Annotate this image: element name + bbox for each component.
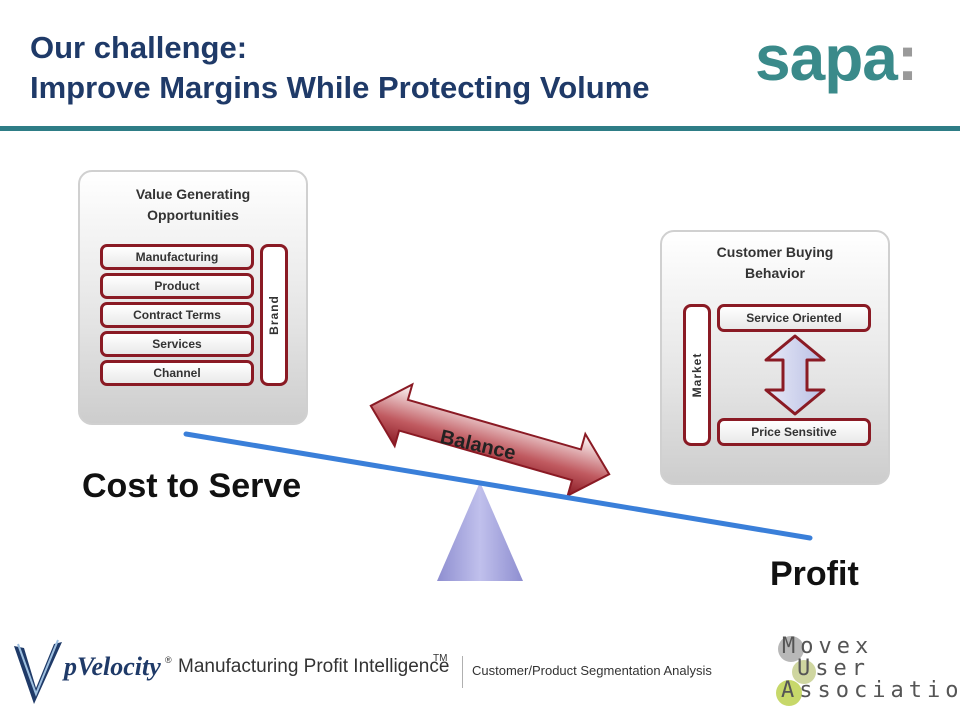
sapa-logo-text: sapa: [755, 22, 898, 94]
header-divider: [0, 126, 960, 131]
value-panel-title-line-1: Value Generating: [135, 186, 251, 202]
customer-behavior-panel: Customer Buying Behavior Market Service …: [660, 230, 890, 485]
pill-price-sensitive: Price Sensitive: [717, 418, 871, 446]
profit-label: Profit: [770, 555, 859, 593]
mua-circle-u: [792, 660, 816, 684]
sapa-logo-colon: :: [896, 22, 918, 94]
pill-contract-terms: Contract Terms: [100, 302, 254, 328]
brand-bar: Brand: [260, 244, 288, 386]
title-line-2: Improve Margins While Protecting Volume: [30, 70, 650, 105]
pill-product: Product: [100, 273, 254, 299]
customer-panel-title: Customer Buying Behavior: [662, 242, 888, 284]
trademark-mark: TM: [433, 653, 448, 664]
mua-word-movex: Movex: [782, 634, 874, 659]
pill-channel: Channel: [100, 360, 254, 386]
customer-panel-title-line-2: Behavior: [745, 265, 805, 281]
balance-arrow-icon: [369, 382, 611, 498]
mua-word-user: User: [797, 656, 870, 681]
double-arrow-icon: [764, 334, 826, 416]
pill-service-oriented: Service Oriented: [717, 304, 871, 332]
pvelocity-brand: pVelocity: [64, 652, 161, 681]
registered-mark: ®: [165, 655, 172, 665]
cost-to-serve-label: Cost to Serve: [82, 467, 302, 505]
title-line-1: Our challenge:: [30, 30, 248, 65]
fulcrum: [437, 482, 523, 581]
footer-subtitle: Customer/Product Segmentation Analysis: [472, 663, 712, 678]
pill-manufacturing: Manufacturing: [100, 244, 254, 270]
market-bar: Market: [683, 304, 711, 446]
product-name: Manufacturing Profit Intelligence: [178, 656, 450, 677]
footer-divider: [462, 656, 463, 688]
seesaw-beam: [183, 431, 813, 541]
pvelocity-v-logo-icon: [14, 639, 62, 704]
customer-panel-title-line-1: Customer Buying: [716, 244, 834, 260]
sapa-logo: sapa:: [755, 22, 918, 94]
mua-circle-a: [776, 680, 802, 706]
page-title: Our challenge: Improve Margins While Pro…: [30, 28, 650, 108]
mua-word-association: Association: [781, 678, 960, 703]
value-opportunities-panel: Value Generating Opportunities Manufactu…: [78, 170, 308, 425]
pill-services: Services: [100, 331, 254, 357]
mua-circle-m: [778, 636, 804, 662]
value-panel-title: Value Generating Opportunities: [80, 184, 306, 226]
value-panel-title-line-2: Opportunities: [147, 207, 239, 223]
